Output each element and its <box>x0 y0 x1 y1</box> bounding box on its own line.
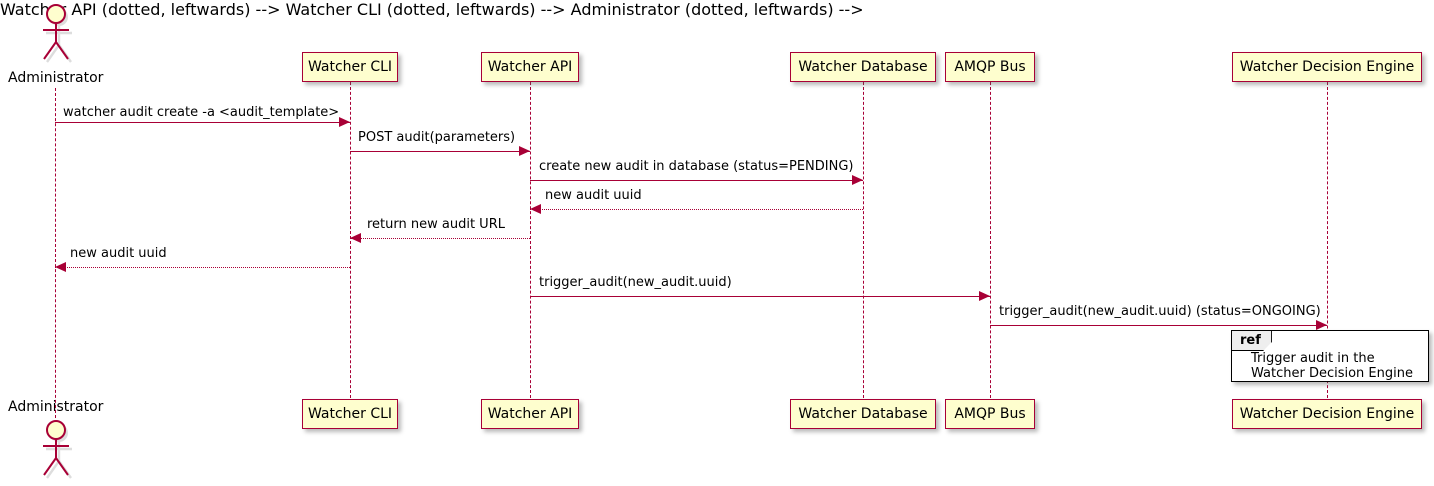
arrow-head-left-icon <box>350 233 361 243</box>
ref-fragment-text-line-2: Watcher Decision Engine <box>1251 366 1413 381</box>
arrow-head-right-icon <box>519 146 530 156</box>
message-arrow-6 <box>55 267 350 268</box>
message-label-6: new audit uuid <box>70 246 167 261</box>
message-arrow-1 <box>55 122 350 123</box>
message-arrow-5 <box>350 238 530 239</box>
lifeline-amqp-bus <box>990 82 991 398</box>
participant-watcher-cli-top[interactable]: Watcher CLI <box>302 52 398 82</box>
message-label-7: trigger_audit(new_audit.uuid) <box>539 275 732 290</box>
arrow-head-left-icon <box>55 262 66 272</box>
participant-label: Watcher CLI <box>307 406 393 422</box>
message-label-1: watcher audit create -a <audit_template> <box>63 105 340 120</box>
message-label-5: return new audit URL <box>367 217 505 232</box>
participant-label: Watcher CLI <box>307 59 393 75</box>
arrow-head-right-icon <box>339 117 350 127</box>
ref-fragment-text-line-1: Trigger audit in the <box>1251 351 1375 366</box>
arrow-head-right-icon <box>852 175 863 185</box>
message-arrow-7 <box>530 296 990 297</box>
participant-watcher-api-bottom[interactable]: Watcher API <box>481 399 579 429</box>
arrow-head-right-icon <box>1316 320 1327 330</box>
participant-amqp-bus-bottom[interactable]: AMQP Bus <box>945 399 1035 429</box>
participant-amqp-bus-top[interactable]: AMQP Bus <box>945 52 1035 82</box>
message-arrow-2 <box>350 151 530 152</box>
message-arrow-3 <box>530 180 863 181</box>
participant-watcher-decision-engine-bottom[interactable]: Watcher Decision Engine <box>1232 399 1422 429</box>
ref-fragment-tab: ref <box>1232 331 1272 351</box>
message-label-3: create new audit in database (status=PEN… <box>539 159 854 174</box>
participant-watcher-database-top[interactable]: Watcher Database <box>790 52 936 82</box>
participant-label: AMQP Bus <box>954 59 1026 75</box>
participant-label: Watcher API <box>487 59 573 75</box>
actor-label-top: Administrator <box>8 70 104 86</box>
participant-label: Watcher Decision Engine <box>1239 59 1415 75</box>
participant-watcher-api-top[interactable]: Watcher API <box>481 52 579 82</box>
ref-fragment: ref Trigger audit in the Watcher Decisio… <box>1231 330 1429 382</box>
message-label-2: POST audit(parameters) <box>358 130 516 145</box>
participant-watcher-database-bottom[interactable]: Watcher Database <box>790 399 936 429</box>
message-arrow-8 <box>990 325 1327 326</box>
lifeline-watcher-decision-engine <box>1327 82 1328 398</box>
lifeline-watcher-api <box>530 82 531 398</box>
arrow-head-right-icon <box>979 291 990 301</box>
arrow-head-left-icon <box>530 204 541 214</box>
participant-watcher-cli-bottom[interactable]: Watcher CLI <box>302 399 398 429</box>
lifeline-watcher-database <box>863 82 864 398</box>
actor-figure-top <box>43 4 72 63</box>
participant-label: Watcher API <box>487 406 573 422</box>
participant-label: AMQP Bus <box>954 406 1026 422</box>
participant-label: Watcher Database <box>798 406 928 422</box>
message-label-4: new audit uuid <box>545 188 642 203</box>
participant-watcher-decision-engine-top[interactable]: Watcher Decision Engine <box>1232 52 1422 82</box>
message-label-8: trigger_audit(new_audit.uuid) (status=ON… <box>999 304 1321 319</box>
lifeline-administrator <box>55 88 56 418</box>
participant-label: Watcher Database <box>798 59 928 75</box>
participant-label: Watcher Decision Engine <box>1239 406 1415 422</box>
message-arrow-4 <box>530 209 863 210</box>
actor-figure-bottom <box>43 420 72 479</box>
